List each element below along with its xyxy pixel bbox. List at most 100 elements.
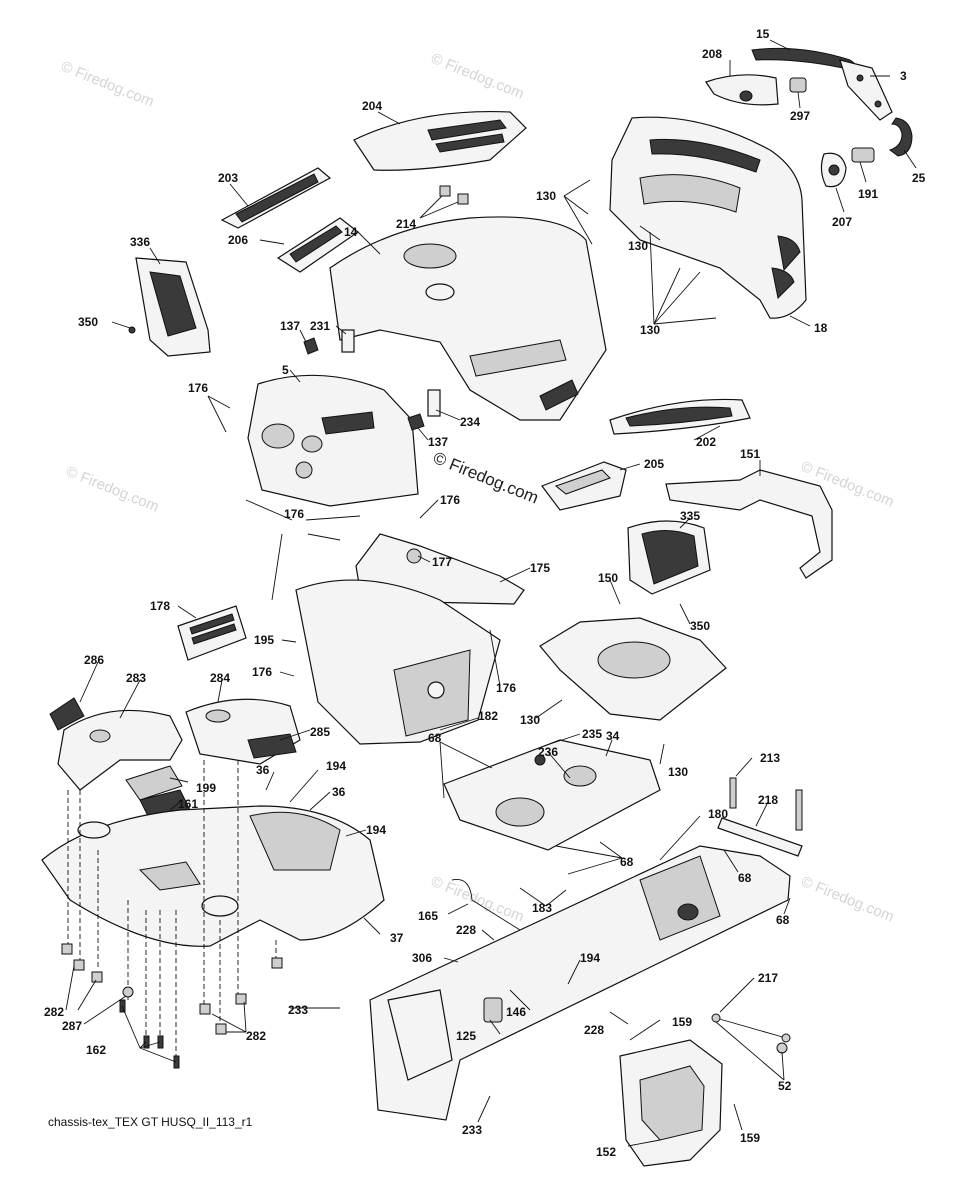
part-207-headlight (820, 152, 847, 188)
part-285-insert (247, 733, 297, 759)
part-336-side-panel (128, 257, 211, 357)
part-203-vent (220, 167, 332, 229)
callout-25: 25 (912, 171, 926, 185)
callout-194-c: 194 (580, 951, 600, 965)
part-34-plate (443, 739, 661, 851)
part-283-fender-left (57, 709, 183, 791)
watermark-low-mid: © Firedog.com (429, 873, 527, 926)
part-178-grille (177, 605, 247, 661)
callout-68-a: 68 (428, 731, 442, 745)
callout-130-b: 130 (628, 239, 648, 253)
watermark-mid-left: © Firedog.com (64, 463, 162, 516)
part-37-fender-deck (41, 805, 385, 947)
callout-350-a: 350 (78, 315, 98, 329)
part-297-clip (789, 77, 807, 93)
callout-199: 199 (196, 781, 216, 795)
callout-15: 15 (756, 27, 770, 41)
watermark-top-mid: © Firedog.com (429, 50, 527, 103)
callout-161: 161 (178, 797, 198, 811)
callout-286: 286 (84, 653, 104, 667)
callout-233-b: 233 (462, 1123, 482, 1137)
callout-205: 205 (644, 457, 664, 471)
callout-151: 151 (740, 447, 760, 461)
callout-68-d: 68 (776, 913, 790, 927)
callout-3: 3 (900, 69, 907, 83)
callout-176-c: 176 (284, 507, 304, 521)
callout-5: 5 (282, 363, 289, 377)
part-286-bracket (49, 697, 85, 731)
part-18-hood (609, 116, 807, 319)
callout-203: 203 (218, 171, 238, 185)
callout-178: 178 (150, 599, 170, 613)
callout-282-a: 282 (44, 1005, 64, 1019)
part-150-pan (539, 617, 727, 721)
part-25-seal (888, 117, 913, 157)
part-217-rod (711, 1013, 791, 1054)
callout-218: 218 (758, 793, 778, 807)
part-14-dash (329, 216, 607, 421)
callout-176-d: 176 (252, 665, 272, 679)
callout-206: 206 (228, 233, 248, 247)
callout-130-e: 130 (668, 765, 688, 779)
callout-283: 283 (126, 671, 146, 685)
part-214-clips (439, 185, 469, 205)
callout-208: 208 (702, 47, 722, 61)
part-231-clip (341, 329, 355, 353)
callout-180: 180 (708, 807, 728, 821)
callout-297: 297 (790, 109, 810, 123)
callout-162: 162 (86, 1043, 106, 1057)
callout-68-c: 68 (738, 871, 752, 885)
fender-fastener-lines (67, 760, 277, 1060)
callout-130-a: 130 (536, 189, 556, 203)
part-202-grille (609, 398, 751, 435)
diagram-caption: chassis-tex_TEX GT HUSQ_II_113_r1 (48, 1115, 253, 1129)
part-137-clip (407, 413, 425, 431)
callout-195: 195 (254, 633, 274, 647)
callout-36-b: 36 (332, 785, 346, 799)
watermark-low-right: © Firedog.com (799, 873, 897, 926)
callout-287: 287 (62, 1019, 82, 1033)
callout-282-b: 282 (246, 1029, 266, 1043)
part-125-block (483, 997, 503, 1023)
callout-228-a: 228 (456, 923, 476, 937)
callout-177: 177 (432, 555, 452, 569)
callout-217: 217 (758, 971, 778, 985)
callout-336: 336 (130, 235, 150, 249)
callout-159-a: 159 (672, 1015, 692, 1029)
callout-150: 150 (598, 571, 618, 585)
callout-137-b: 137 (428, 435, 448, 449)
callout-213: 213 (760, 751, 780, 765)
callout-175: 175 (530, 561, 550, 575)
part-182-lower-dash (295, 579, 501, 745)
part-208-lens (705, 74, 779, 106)
callout-37: 37 (390, 931, 404, 945)
callout-137-a: 137 (280, 319, 300, 333)
callout-194-a: 194 (326, 759, 346, 773)
part-165-rod (451, 878, 521, 931)
callout-235: 235 (582, 727, 602, 741)
part-180-frame (369, 845, 791, 1121)
callout-14: 14 (344, 225, 358, 239)
watermark-top-left: © Firedog.com (59, 58, 157, 111)
callout-284: 284 (210, 671, 230, 685)
callout-36-a: 36 (256, 763, 270, 777)
callout-335: 335 (680, 509, 700, 523)
callout-183: 183 (532, 901, 552, 915)
callout-125: 125 (456, 1029, 476, 1043)
callout-228-b: 228 (584, 1023, 604, 1037)
part-206-panel (276, 217, 360, 273)
part-205-trim (541, 461, 627, 511)
callout-18: 18 (814, 321, 828, 335)
callout-130-d: 130 (520, 713, 540, 727)
callout-202: 202 (696, 435, 716, 449)
callout-234: 234 (460, 415, 480, 429)
callout-233-a: 233 (288, 1003, 308, 1017)
leader-lines (65, 39, 917, 1147)
callout-146: 146 (506, 1005, 526, 1019)
callout-labels: 15 208 3 297 25 204 203 130 130 130 191 … (44, 27, 926, 1159)
part-151-bracket (665, 469, 833, 579)
callout-285: 285 (310, 725, 330, 739)
part-137-clip-top (303, 337, 319, 355)
part-191-bulb (851, 147, 875, 163)
part-5-control-panel (247, 374, 419, 507)
